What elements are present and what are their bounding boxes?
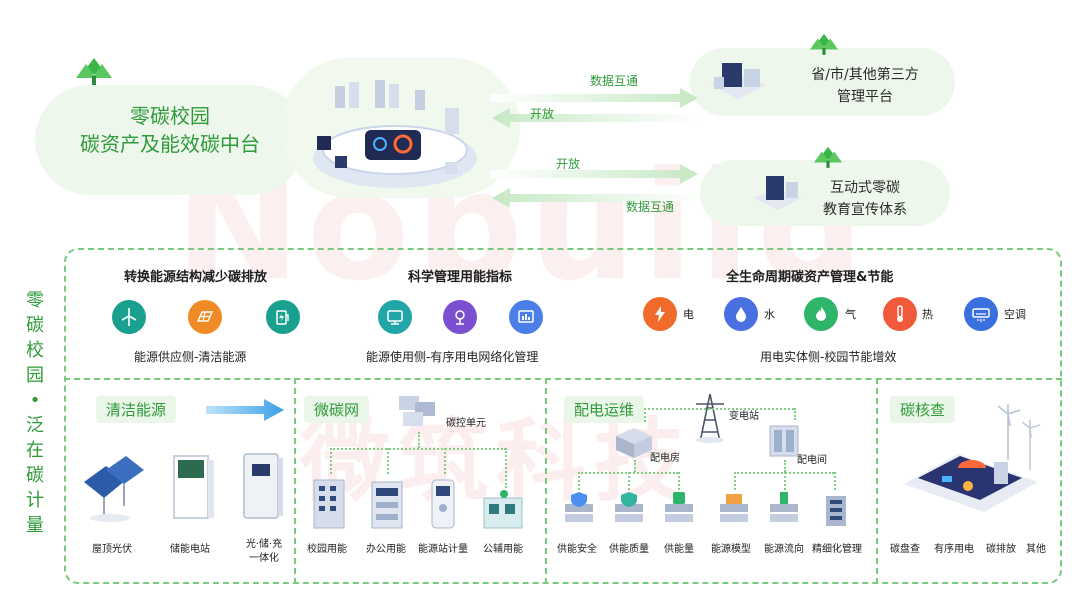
building-office-illustration: [368, 476, 410, 532]
distribution-item-supply-volume: 供能量: [664, 544, 694, 555]
server-cluster-icon: [700, 55, 776, 105]
pillar-3-subtitle: 用电实体侧-校园节能增效: [760, 350, 897, 364]
distribution-substation-label: 变电站: [729, 411, 759, 422]
clean-energy-item-storage: 储能电站: [170, 544, 210, 555]
pillar-2-title: 科学管理用能指标: [408, 270, 513, 285]
micro-carbon-item-energy-station: 能源站计量: [418, 544, 468, 555]
tree-icon: [76, 56, 112, 86]
side-label: 零 碳 校 园 • 泛 在 碳 计 量: [26, 290, 44, 536]
monitor-icon: [378, 300, 412, 334]
pillar-1-title: 转换能源结构减少碳排放: [124, 270, 268, 285]
distribution-item-supply-quality: 供能质量: [609, 544, 649, 555]
micro-carbon-controller-label: 碳控单元: [446, 418, 486, 429]
carbon-check-item-emissions: 碳排放: [986, 544, 1016, 555]
section-title-micro-carbon: 微碳网: [304, 396, 370, 423]
hub-title-line1: 零碳校园: [130, 104, 210, 128]
wind-turbine-icon: [112, 300, 146, 334]
hub-title-line2: 碳资产及能效碳中台: [80, 132, 260, 156]
partner-2-line1: 互动式零碳: [830, 180, 900, 196]
building-campus-illustration: [310, 476, 352, 532]
section-title-carbon-check: 碳核查: [890, 396, 956, 423]
distribution-room-2-label: 配电间: [797, 455, 827, 466]
heat-icon: [883, 297, 917, 331]
water-icon: [724, 297, 758, 331]
partner-2: 互动式零碳 教育宣传体系: [800, 177, 930, 221]
section-divider: [294, 378, 296, 584]
charging-icon: [266, 300, 300, 334]
fine-management-server-icon: [818, 490, 854, 530]
sensor-icon: [443, 300, 477, 334]
partner-1-line2: 管理平台: [837, 89, 893, 105]
hub-platform-illustration: [305, 78, 485, 198]
micro-carbon-item-office: 办公用能: [366, 544, 406, 555]
section-title-distribution: 配电运维: [564, 396, 645, 423]
energy-model-server-icon: [716, 490, 752, 530]
utility-label-heat: 热: [922, 308, 933, 321]
rooftop-solar-illustration: [78, 452, 148, 524]
gas-icon: [804, 297, 838, 331]
utility-label-gas: 气: [845, 308, 856, 321]
section-title-clean-energy: 清洁能源: [96, 396, 177, 423]
energy-flow-server-icon: [766, 490, 802, 530]
utility-label-air-conditioner: 空调: [1004, 308, 1026, 321]
distribution-room-1-label: 配电房: [650, 453, 680, 464]
substation-tower-illustration: [692, 392, 728, 444]
tree-icon: [810, 32, 838, 56]
clean-energy-item-rooftop-solar: 屋顶光伏: [92, 544, 132, 555]
carbon-check-item-inventory: 碳盘查: [890, 544, 920, 555]
carbon-check-item-other: 其他: [1026, 544, 1046, 555]
energy-storage-illustration: [168, 450, 218, 526]
pillar-1-subtitle: 能源供应侧-清洁能源: [134, 350, 247, 364]
energy-station-meter-illustration: [426, 476, 462, 532]
public-utility-illustration: [480, 488, 528, 532]
partner-1-line1: 省/市/其他第三方: [811, 67, 919, 83]
section-divider: [545, 378, 547, 584]
supply-quality-server-icon: [611, 490, 647, 530]
carbon-check-item-orderly-power: 有序用电: [934, 544, 974, 555]
air-conditioner-icon: [964, 297, 998, 331]
main-frame: [64, 248, 1062, 584]
distribution-room-illustration: [612, 422, 656, 460]
arrow-label-open-bottom: 开放: [556, 157, 581, 171]
arrow-right-icon: [206, 399, 284, 421]
pillar-2-subtitle: 能源使用侧-有序用电网络化管理: [366, 350, 539, 364]
arrow-label-open-top: 开放: [530, 107, 555, 121]
server-cluster-icon: [748, 168, 808, 216]
distribution-item-energy-flow: 能源流向: [764, 544, 804, 555]
pv-storage-charging-illustration: [238, 450, 286, 524]
section-divider: [876, 378, 878, 584]
micro-carbon-item-campus: 校园用能: [307, 544, 347, 555]
electricity-icon: [643, 297, 677, 331]
clean-energy-item-pv-storage-charging: 光·储·充 一体化: [245, 539, 283, 564]
watermark-cjk: 微筑科技: [300, 409, 692, 514]
carbon-control-unit-illustration: [395, 392, 441, 432]
frame-divider: [64, 378, 1062, 380]
partner-cloud-2: [700, 160, 950, 226]
partner-1: 省/市/其他第三方 管理平台: [785, 64, 945, 108]
distribution-cabinet-illustration: [766, 418, 804, 460]
micro-carbon-item-public-utility: 公辅用能: [483, 544, 523, 555]
utility-label-water: 水: [764, 308, 775, 321]
supply-volume-server-icon: [661, 490, 697, 530]
utility-label-electricity: 电: [683, 308, 694, 321]
arrow-label-data-exchange-top: 数据互通: [590, 74, 639, 88]
arrow-label-data-exchange-bottom: 数据互通: [626, 200, 675, 214]
exchange-arrows: [490, 88, 700, 208]
pillar-3-title: 全生命周期碳资产管理&节能: [726, 270, 894, 285]
solar-panel-icon: [188, 300, 222, 334]
dashboard-icon: [509, 300, 543, 334]
hub-cloud: [35, 85, 305, 195]
tree-icon: [814, 145, 842, 169]
hub-title: 零碳校园 碳资产及能效碳中台: [55, 102, 285, 158]
distribution-item-supply-safety: 供能安全: [557, 544, 597, 555]
distribution-item-fine-management: 精细化管理: [812, 544, 862, 555]
supply-safety-server-icon: [561, 490, 597, 530]
partner-2-line2: 教育宣传体系: [823, 202, 907, 218]
distribution-item-energy-model: 能源模型: [711, 544, 751, 555]
carbon-dashboard-illustration: [898, 400, 1048, 518]
